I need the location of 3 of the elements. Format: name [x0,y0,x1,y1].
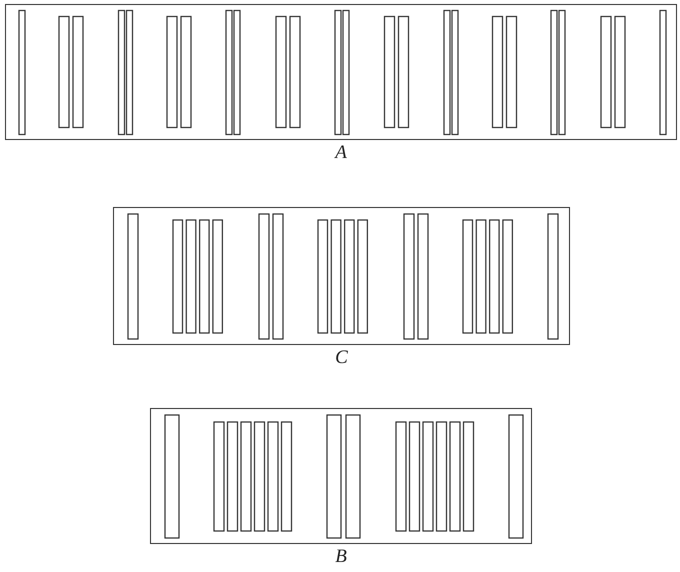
panel-label: B [335,546,347,568]
panel-label: A [335,142,347,164]
panel-label: C [335,347,348,369]
